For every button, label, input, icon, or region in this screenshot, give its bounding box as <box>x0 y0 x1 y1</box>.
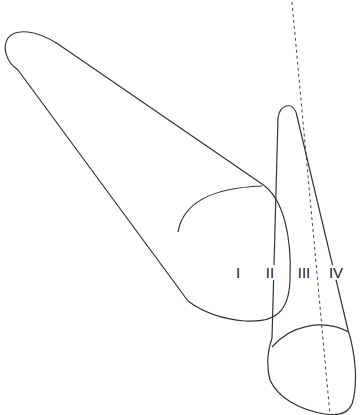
lower-incisor-outline <box>268 106 356 415</box>
upper-incisor-cej <box>178 186 262 232</box>
zone-label: II <box>265 265 275 280</box>
lower-incisor-cej <box>272 325 349 347</box>
zone-label: IV <box>328 265 344 280</box>
upper-incisor-outline <box>5 32 290 321</box>
zone-label: III <box>297 265 312 280</box>
long-axis <box>292 2 330 415</box>
zone-label: I <box>235 265 241 280</box>
